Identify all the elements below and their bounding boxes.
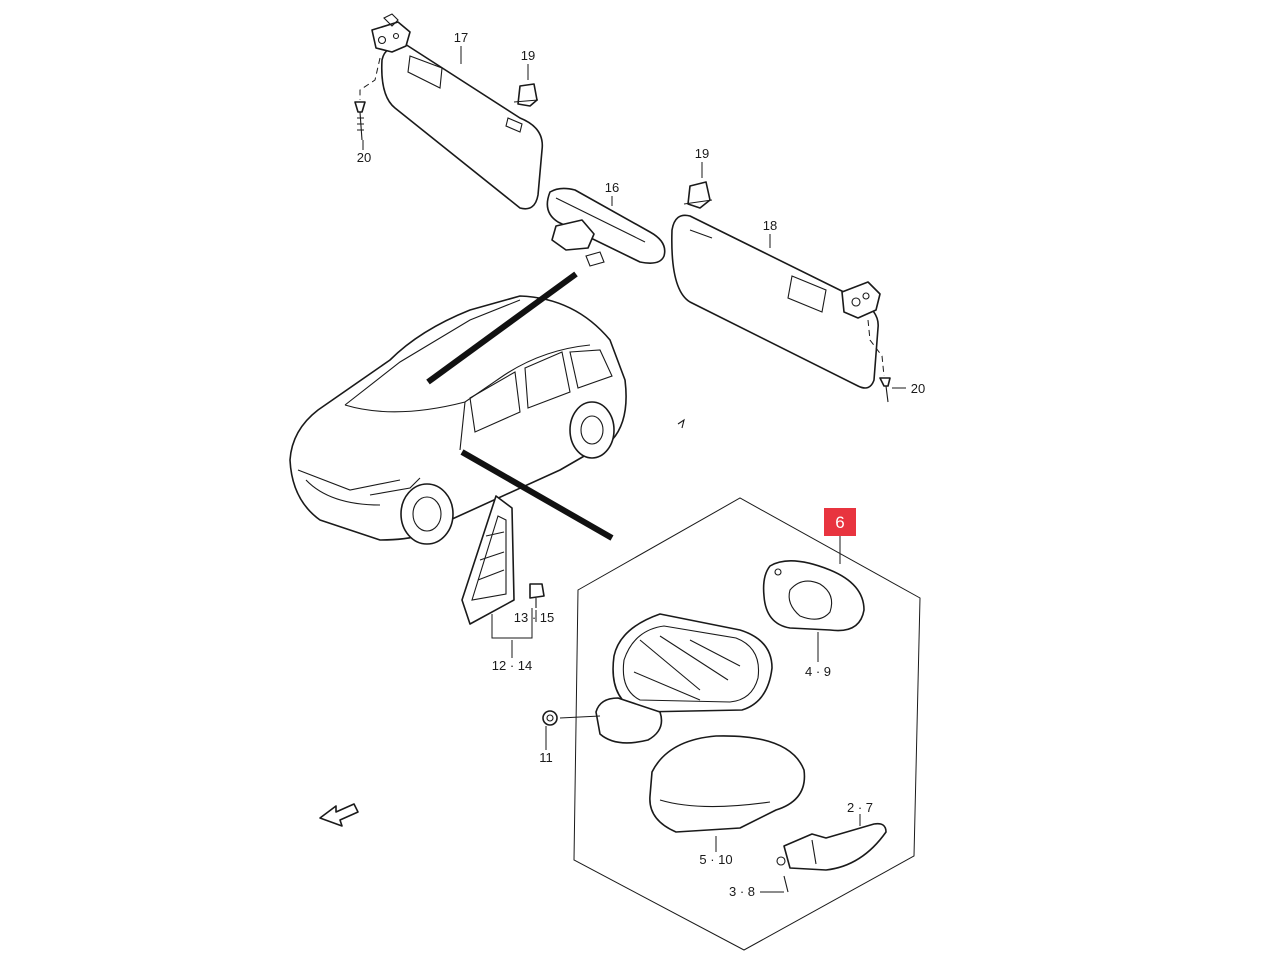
highlight-badge[interactable]: [824, 508, 856, 536]
highlight-label: 6: [835, 513, 844, 532]
callout-label: 19: [695, 146, 709, 161]
indicator-line: [426, 271, 578, 385]
callout-label: 18: [763, 218, 777, 233]
screw-icon: [879, 377, 891, 403]
sun-visor-left-icon: [371, 13, 544, 210]
callout-label: 5 · 10: [699, 852, 732, 867]
turn-signal-icon: [783, 822, 887, 871]
nut-icon: [529, 583, 545, 608]
front-direction-arrow-icon: [319, 803, 359, 827]
mirror-assembly-frame: [573, 497, 921, 951]
callout-label: 12 · 14: [492, 658, 532, 673]
callout-label: 16: [605, 180, 619, 195]
mirror-housing-icon: [595, 613, 773, 744]
mark: [677, 418, 685, 429]
rear-view-mirror-icon: [546, 187, 666, 267]
callout-label: 20: [357, 150, 371, 165]
callout-label: 2 · 7: [847, 800, 873, 815]
screw-icon: [354, 101, 366, 141]
callout-label: 11: [539, 750, 553, 765]
callout-label: 3 · 8: [729, 884, 755, 899]
mirror-glass-icon: [762, 560, 865, 632]
callout-label: 20: [911, 381, 925, 396]
callout-label: 17: [454, 30, 468, 45]
door-garnish-icon: [461, 495, 515, 625]
indicator-line: [460, 449, 614, 541]
callout-label: 4 · 9: [805, 664, 831, 679]
clip-icon: [683, 181, 713, 209]
mirror-cover-icon: [649, 735, 806, 833]
nut-icon: [542, 710, 558, 726]
car-icon: [289, 295, 627, 545]
sun-visor-right-icon: [671, 214, 881, 389]
screw-icon: [776, 856, 789, 893]
callout-label: 19: [521, 48, 535, 63]
callout-label: 13 · 15: [514, 610, 554, 625]
clip-icon: [513, 83, 539, 107]
